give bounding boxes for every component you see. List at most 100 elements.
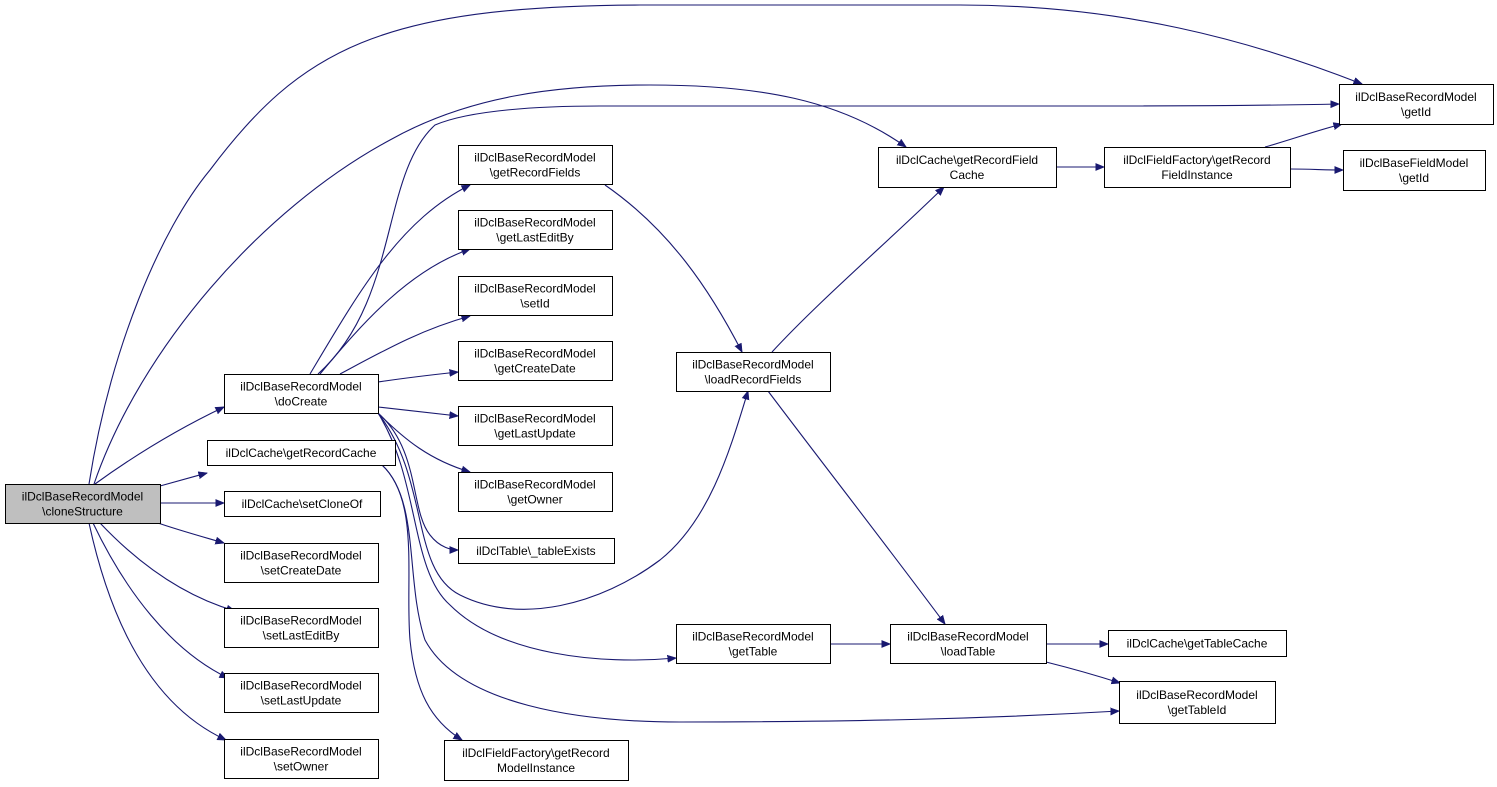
node-box[interactable]: [1104, 147, 1291, 188]
edge-doCreate-to-tableExists: [377, 412, 458, 550]
node-getTable[interactable]: ilDclBaseRecordModel\getTable: [676, 624, 831, 664]
node-loadTable[interactable]: ilDclBaseRecordModel\loadTable: [890, 624, 1047, 664]
edges: [88, 4, 1362, 740]
node-label-line: \setLastEditBy: [263, 629, 340, 643]
node-box[interactable]: [224, 739, 379, 779]
edge-getRecordCache-to-getRecordModelInstance: [381, 464, 462, 740]
edge-path: [604, 184, 742, 352]
edge-doCreate-to-getCreateDate: [377, 372, 458, 383]
node-label-line: \loadTable: [941, 645, 996, 659]
edge-doCreate-to-getLastUpdate: [377, 406, 458, 416]
node-label-line: \getOwner: [507, 493, 562, 507]
edge-cloneStructure-to-setCreateDate: [154, 521, 224, 543]
node-box[interactable]: [224, 608, 379, 648]
node-tableExists[interactable]: ilDclTable\_tableExists: [458, 538, 615, 564]
edge-loadRecordFields-to-loadTable: [767, 390, 945, 624]
edge-path: [1045, 661, 1120, 683]
node-label-line: ilDclBaseRecordModel: [1136, 688, 1257, 702]
node-box[interactable]: [224, 491, 381, 517]
node-getCreateDate[interactable]: ilDclBaseRecordModel\getCreateDate: [458, 341, 613, 381]
node-box[interactable]: [676, 624, 831, 664]
node-box[interactable]: [224, 673, 379, 713]
edge-loadTable-to-getTableId: [1045, 661, 1120, 683]
node-label-line: ilDclTable\_tableExists: [476, 544, 595, 558]
node-box[interactable]: [458, 145, 613, 185]
node-box[interactable]: [458, 341, 613, 381]
node-label-line: \doCreate: [275, 395, 328, 409]
node-setCreateDate[interactable]: ilDclBaseRecordModel\setCreateDate: [224, 543, 379, 583]
node-label-line: ilDclBaseRecordModel: [692, 630, 813, 644]
node-label-line: \loadRecordFields: [705, 373, 802, 387]
node-label-line: ilDclBaseRecordModel: [22, 490, 143, 504]
node-setCloneOf[interactable]: ilDclCache\setCloneOf: [224, 491, 381, 517]
edge-path: [377, 412, 676, 660]
node-box[interactable]: [444, 740, 629, 781]
node-label-line: ilDclBaseRecordModel: [474, 347, 595, 361]
node-label-line: ilDclBaseRecordModel: [474, 282, 595, 296]
node-getLastUpdate[interactable]: ilDclBaseRecordModel\getLastUpdate: [458, 406, 613, 446]
node-label-line: ilDclBaseRecordModel: [240, 745, 361, 759]
node-label-line: ilDclBaseRecordModel: [240, 679, 361, 693]
edge-path: [771, 187, 944, 353]
node-box[interactable]: [1119, 681, 1276, 724]
node-setOwner[interactable]: ilDclBaseRecordModel\setOwner: [224, 739, 379, 779]
node-getTableCache[interactable]: ilDclCache\getTableCache: [1108, 630, 1287, 657]
node-box[interactable]: [458, 210, 613, 250]
node-getLastEditBy[interactable]: ilDclBaseRecordModel\getLastEditBy: [458, 210, 613, 250]
node-doCreate[interactable]: ilDclBaseRecordModel\doCreate: [224, 374, 379, 414]
node-label-line: ilDclBaseRecordModel: [692, 358, 813, 372]
node-label-line: \setCreateDate: [261, 564, 342, 578]
node-box[interactable]: [224, 543, 379, 583]
edge-path: [339, 316, 470, 375]
node-box[interactable]: [676, 352, 831, 392]
edge-path: [377, 412, 458, 550]
node-box[interactable]: [878, 147, 1057, 188]
node-loadRecordFields[interactable]: ilDclBaseRecordModel\loadRecordFields: [676, 352, 831, 392]
node-box[interactable]: [1339, 84, 1494, 125]
node-box[interactable]: [890, 624, 1047, 664]
node-box[interactable]: [458, 406, 613, 446]
node-box[interactable]: [207, 440, 396, 466]
edge-path: [377, 406, 458, 416]
node-cloneStructure[interactable]: ilDclBaseRecordModel\cloneStructure: [5, 484, 161, 524]
edge-doCreate-to-loadRecordFields: [377, 391, 748, 610]
edge-cloneStructure-to-doCreate: [94, 407, 224, 485]
node-box[interactable]: [1343, 150, 1486, 191]
edge-path: [159, 473, 207, 487]
node-box[interactable]: [458, 276, 613, 316]
edge-path: [381, 464, 1119, 723]
edge-getRecordFieldInstance-to-fieldGetId: [1289, 169, 1343, 170]
node-box[interactable]: [1108, 630, 1287, 657]
node-getRecordFields[interactable]: ilDclBaseRecordModel\getRecordFields: [458, 145, 613, 185]
node-label-line: ilDclFieldFactory\getRecord: [462, 746, 609, 760]
edge-doCreate-to-getTable: [377, 412, 676, 660]
edge-doCreate-to-getRecordFields: [309, 185, 470, 375]
node-box[interactable]: [5, 484, 161, 524]
edge-loadRecordFields-to-getRecordFieldCache: [771, 187, 944, 353]
node-label-line: \getRecordFields: [490, 166, 581, 180]
node-label-line: \getId: [1399, 171, 1429, 185]
node-getRecordCache[interactable]: ilDclCache\getRecordCache: [207, 440, 396, 466]
node-box[interactable]: [458, 538, 615, 564]
node-getTableId[interactable]: ilDclBaseRecordModel\getTableId: [1119, 681, 1276, 724]
node-setLastEditBy[interactable]: ilDclBaseRecordModel\setLastEditBy: [224, 608, 379, 648]
node-box[interactable]: [458, 472, 613, 512]
node-label-line: ModelInstance: [497, 761, 575, 775]
edge-cloneStructure-to-setLastEditBy: [99, 522, 235, 611]
node-box[interactable]: [224, 374, 379, 414]
node-getOwner[interactable]: ilDclBaseRecordModel\getOwner: [458, 472, 613, 512]
edge-getRecordFields-to-loadRecordFields: [604, 184, 742, 352]
edge-path: [319, 249, 470, 375]
edge-cloneStructure-to-recordGetId: [88, 4, 1362, 485]
node-recordGetId[interactable]: ilDclBaseRecordModel\getId: [1339, 84, 1494, 125]
node-setLastUpdate[interactable]: ilDclBaseRecordModel\setLastUpdate: [224, 673, 379, 713]
node-setId[interactable]: ilDclBaseRecordModel\setId: [458, 276, 613, 316]
edge-cloneStructure-to-getRecordCache: [159, 473, 207, 487]
node-label-line: ilDclFieldFactory\getRecord: [1123, 153, 1270, 167]
node-fieldGetId[interactable]: ilDclBaseFieldModel\getId: [1343, 150, 1486, 191]
edge-path: [1289, 169, 1343, 170]
